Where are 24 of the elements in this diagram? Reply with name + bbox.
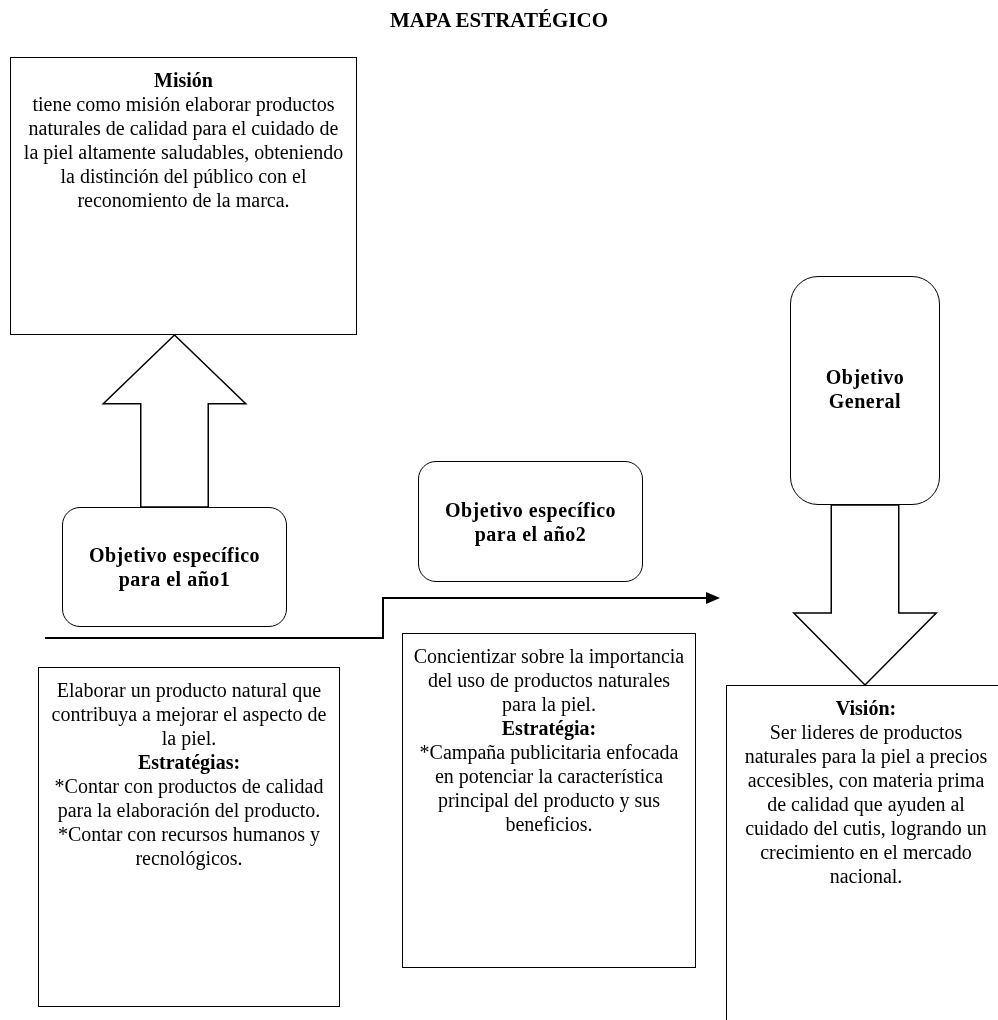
objective-text: Elaborar un producto natural que contribuya a mejorar el aspecto de la piel. <box>50 678 328 750</box>
strategy-text: *Contar con recursos humanos y recnológicos. <box>56 822 322 870</box>
node-label: Objetivo específico para el año2 <box>443 497 618 546</box>
mission-text: tiene como misión elaborar productos naturales de calidad para el cuidado de la piel altamente saludables, obteniendo la distinción del público con el reconomiento de la marca. <box>22 92 345 212</box>
objective-box <box>62 507 287 627</box>
objective-box <box>418 461 643 582</box>
strategy-text: *Campaña publicitaria enfocada en potenciar la característica principal del producto y sus beneficios. <box>418 740 680 836</box>
objective-text: Concientizar sobre la importancia del uso de productos naturales para la piel. <box>413 644 685 716</box>
mission-box <box>10 57 357 335</box>
goal-box <box>790 276 940 505</box>
strategy-box <box>38 667 340 1007</box>
block-arrow <box>101 333 248 508</box>
heading: Estratégia: <box>501 716 597 740</box>
heading: Estratégias: <box>137 750 241 774</box>
diagram-title: MAPA ESTRATÉGICO <box>389 8 609 33</box>
strategy-text: *Contar con productos de calidad para la elaboración del producto. <box>53 774 325 822</box>
strategy-box <box>402 633 696 968</box>
node-label: Objetivo específico para el año1 <box>87 543 262 591</box>
node-label: Objetivo General <box>824 365 906 413</box>
vision-box <box>726 685 998 1020</box>
block-arrow <box>791 504 939 687</box>
heading: Visión: <box>835 696 897 720</box>
vision-text: Ser lideres de productos naturales para la piel a precios accesibles, con materia prima de calidad que ayuden al cuidado del cutis, logrando un crecimiento en el mercado nacional. <box>743 720 989 888</box>
heading: Misión <box>154 68 213 92</box>
